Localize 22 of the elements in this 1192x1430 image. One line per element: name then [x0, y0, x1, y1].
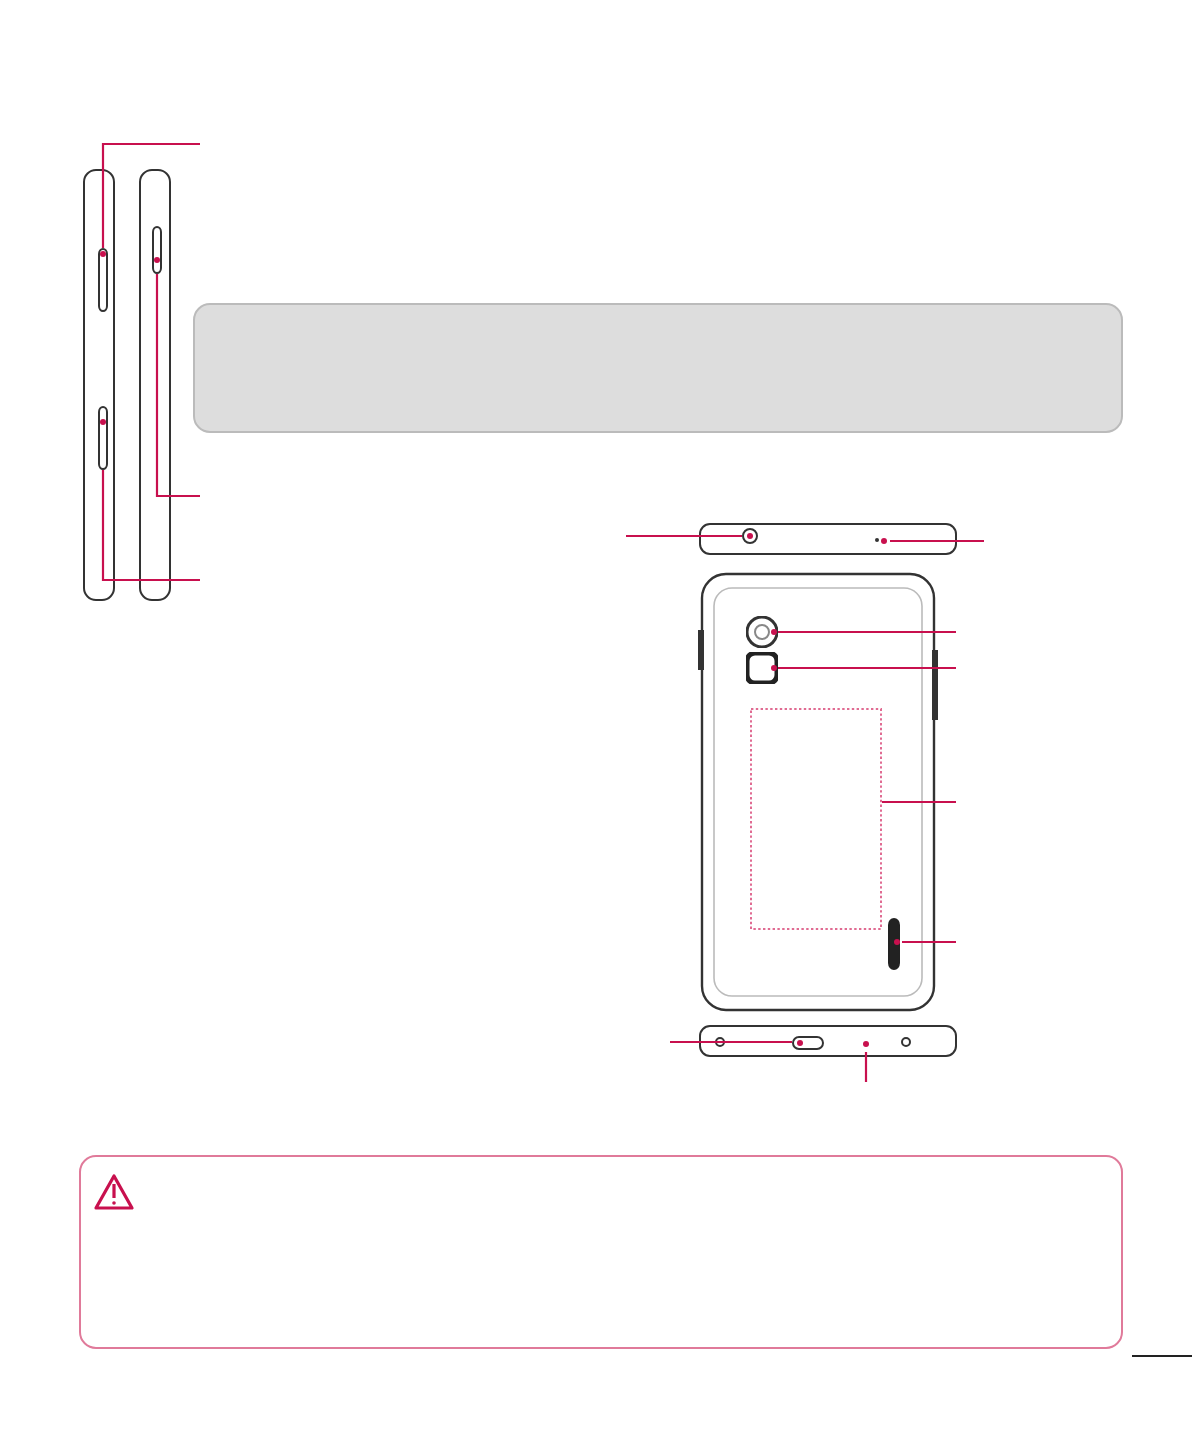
leader-line: [778, 666, 956, 670]
speaker-grille: [888, 918, 900, 970]
camera-lens: [746, 616, 778, 648]
leader-line: [670, 1040, 792, 1044]
leader-line: [778, 630, 956, 634]
leader-line: [902, 940, 956, 944]
usb-port: [792, 1036, 824, 1050]
leader-line: [101, 142, 200, 248]
power-key: [152, 226, 162, 274]
leader-line: [864, 1052, 868, 1082]
volume-key: [98, 248, 108, 312]
microphone-hole: [858, 1036, 874, 1052]
headset-jack: [742, 528, 758, 544]
flash: [746, 652, 778, 684]
leader-line: [155, 274, 200, 498]
leader-line: [890, 539, 984, 543]
leader-line: [101, 470, 200, 582]
antenna-area: [750, 708, 882, 930]
side-key: [98, 406, 108, 470]
leader-line: [882, 800, 956, 804]
microphone-hole: [874, 534, 890, 548]
leader-line: [626, 534, 742, 538]
